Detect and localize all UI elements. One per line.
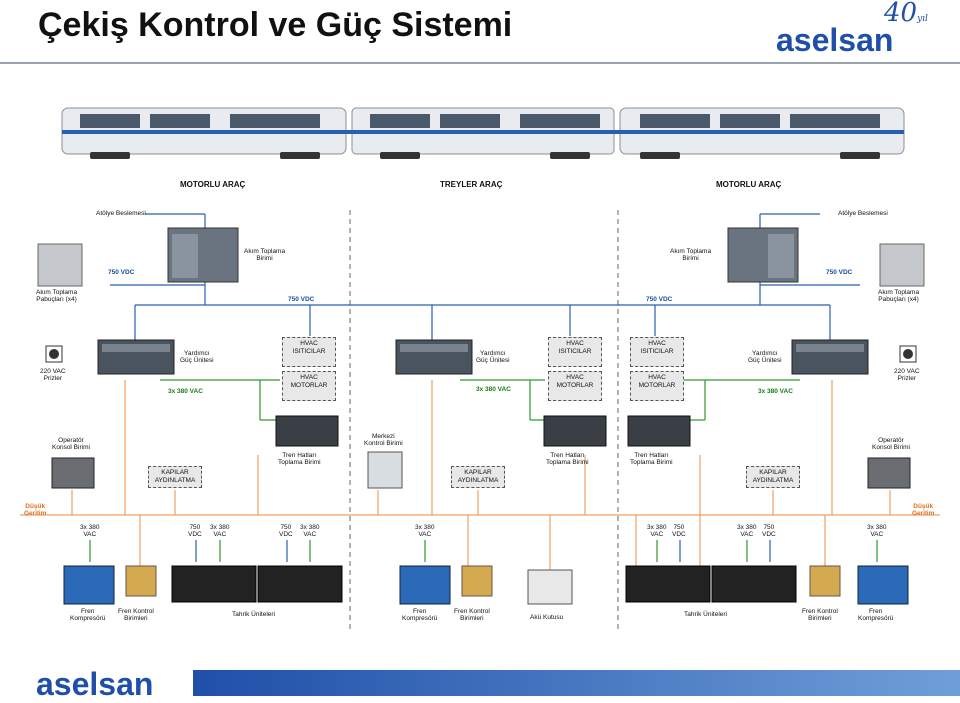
anniversary-badge: 40yıl: [884, 0, 928, 28]
yardimci-right: [791, 339, 869, 375]
hvac-motorlar-right: HVAC MOTORLAR: [630, 371, 684, 401]
header-divider: [0, 62, 960, 64]
v750-right-top: 750 VDC: [826, 269, 853, 276]
fren-kompresor-label-right: Fren Kompresörü: [858, 608, 894, 622]
akim-toplama-label-right: Akım Toplama Birimi: [670, 248, 712, 262]
fren-kompresor-left: [63, 565, 115, 605]
section-left: MOTORLU ARAÇ: [180, 180, 246, 189]
akim-toplama-label-left: Akım Toplama Birimi: [244, 248, 286, 262]
tahrik-label-right: Tahrik Üniteleri: [684, 611, 727, 618]
fren-kontrol-label-center: Fren Kontrol Birimleri: [454, 608, 490, 622]
fren-kontrol-label-left: Fren Kontrol Birimleri: [118, 608, 154, 622]
v380-left: 3x 380 VAC: [168, 388, 203, 395]
v380-short-5: 3x 380 VAC: [647, 524, 667, 538]
fren-kontrol-right: [809, 565, 841, 597]
akim-toplama-left: [167, 227, 239, 283]
v380-short-2: 3x 380 VAC: [210, 524, 230, 538]
merkezi: [367, 451, 403, 489]
priz-right: [899, 345, 917, 363]
pabuc-left: [37, 243, 83, 287]
footer-bar: [193, 670, 960, 696]
kapilar-right: KAPILAR AYDINLATMA: [746, 466, 800, 488]
fren-kompresor-label-center: Fren Kompresörü: [402, 608, 438, 622]
v750-short-1: 750 VDC: [188, 524, 202, 538]
operator-left: [51, 457, 95, 489]
pabuc-label-left: Akım Toplama Pabuçları (x4): [36, 289, 78, 303]
fren-kontrol-center: [461, 565, 493, 597]
v750-short-4: 750 VDC: [762, 524, 776, 538]
prizler-right: 220 VAC Prizler: [894, 368, 920, 382]
tahrik-left: [171, 565, 343, 603]
operator-right: [867, 457, 911, 489]
fren-kompresor-center: [399, 565, 451, 605]
fren-kontrol-left: [125, 565, 157, 597]
v380-short-4: 3x 380 VAC: [415, 524, 435, 538]
yardimci-label-right: Yardımcı Güç Ünitesi: [748, 350, 782, 364]
aku-kutusu: [527, 569, 573, 605]
dusuk-right: Düşük Gerilim: [912, 503, 935, 517]
aselsan-logo-header: aselsan: [776, 22, 894, 58]
fren-kompresor-label-left: Fren Kompresörü: [70, 608, 106, 622]
tren-hatlari-label-right: Tren Hatları Toplama Birimi: [630, 452, 673, 466]
akim-toplama-right: [727, 227, 799, 283]
v380-short-6: 3x 380 VAC: [737, 524, 757, 538]
v380-right: 3x 380 VAC: [758, 388, 793, 395]
v750-left-top: 750 VDC: [108, 269, 135, 276]
v380-short-7: 3x 380 VAC: [867, 524, 887, 538]
fren-kontrol-label-right: Fren Kontrol Birimleri: [802, 608, 838, 622]
aselsan-logo-footer: aselsan: [36, 666, 154, 702]
kapilar-left: KAPILAR AYDINLATMA: [148, 466, 202, 488]
section-center: TREYLER ARAÇ: [440, 180, 503, 189]
v750-left-bus: 750 VDC: [288, 296, 315, 303]
v380-center: 3x 380 VAC: [476, 386, 511, 393]
operator-label-left: Operatör Konsol Birimi: [52, 437, 90, 451]
hvac-isiticilar-left: HVAC ISITICILAR: [282, 337, 336, 367]
section-right: MOTORLU ARAÇ: [716, 180, 782, 189]
merkezi-label: Merkezi Kontrol Birimi: [364, 433, 403, 447]
yardimci-center: [395, 339, 473, 375]
hvac-isiticilar-center: HVAC ISITICILAR: [548, 337, 602, 367]
yardimci-left: [97, 339, 175, 375]
anniversary-number: 40: [884, 0, 918, 28]
v750-right-bus: 750 VDC: [646, 296, 673, 303]
tren-hatlari-label-center: Tren Hatları Toplama Birimi: [546, 452, 589, 466]
v750-short-2: 750 VDC: [279, 524, 293, 538]
atolye-left: Atölye Beslemesi: [96, 210, 146, 217]
aku-label: Akü Kutusu: [530, 614, 564, 621]
hvac-motorlar-center: HVAC MOTORLAR: [548, 371, 602, 401]
tahrik-label-left: Tahrik Üniteleri: [232, 611, 275, 618]
fren-kompresor-right: [857, 565, 909, 605]
v380-short-1: 3x 380 VAC: [80, 524, 100, 538]
tren-hatlari-label-left: Tren Hatları Toplama Birimi: [278, 452, 321, 466]
priz-left: [45, 345, 63, 363]
v380-short-3: 3x 380 VAC: [300, 524, 320, 538]
prizler-left: 220 VAC Prizler: [40, 368, 66, 382]
tren-hatlari-right: [627, 415, 691, 447]
yardimci-label-left: Yardımcı Güç Ünitesi: [180, 350, 214, 364]
v750-short-3: 750 VDC: [672, 524, 686, 538]
train-illustration: [61, 107, 905, 159]
hvac-motorlar-left: HVAC MOTORLAR: [282, 371, 336, 401]
pabuc-right: [879, 243, 925, 287]
hvac-isiticilar-right: HVAC ISITICILAR: [630, 337, 684, 367]
operator-label-right: Operatör Konsol Birimi: [872, 437, 910, 451]
page-title: Çekiş Kontrol ve Güç Sistemi: [38, 6, 513, 44]
yardimci-label-center: Yardımcı Güç Ünitesi: [476, 350, 510, 364]
anniversary-suffix: yıl: [917, 14, 928, 24]
dusuk-left: Düşük Gerilim: [24, 503, 47, 517]
tren-hatlari-left: [275, 415, 339, 447]
tren-hatlari-center: [543, 415, 607, 447]
atolye-right: Atölye Beslemesi: [838, 210, 888, 217]
pabuc-label-right: Akım Toplama Pabuçları (x4): [878, 289, 920, 303]
tahrik-right: [625, 565, 797, 603]
kapilar-center: KAPILAR AYDINLATMA: [451, 466, 505, 488]
